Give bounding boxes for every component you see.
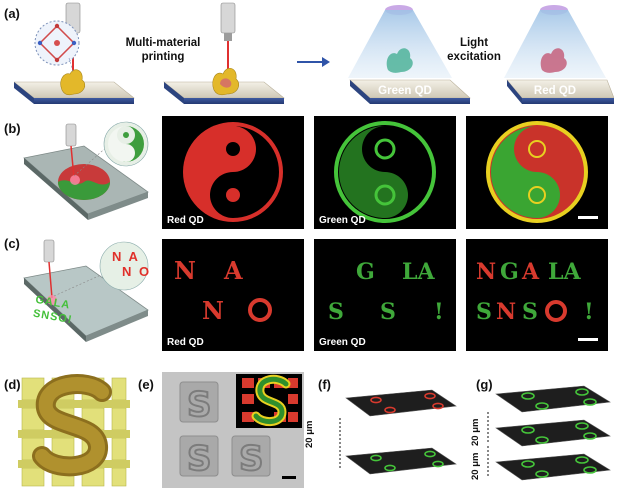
image-c-green-qd: G LA S S ! Green QD xyxy=(314,239,456,351)
tag-red-qd: Red QD xyxy=(167,215,204,226)
objective-lens-icon xyxy=(65,123,77,147)
scale-bar-e xyxy=(282,476,296,479)
svg-text:S: S xyxy=(476,299,492,325)
excitation-stage-red xyxy=(504,5,614,104)
svg-text:S: S xyxy=(239,439,264,479)
panel-g-layers xyxy=(487,385,611,481)
panel-e-label: (e) xyxy=(138,377,154,392)
layer-bottom xyxy=(495,453,611,481)
tag-green-qd: Green QD xyxy=(319,215,366,226)
panel-a-label: (a) xyxy=(4,6,20,21)
svg-text:N: N xyxy=(174,256,196,285)
panel-f-layers xyxy=(339,389,457,475)
layer-top xyxy=(495,385,611,413)
printing-stage-1 xyxy=(14,2,135,104)
svg-text:S: S xyxy=(187,385,212,425)
svg-text:N: N xyxy=(496,299,516,325)
svg-text:!: ! xyxy=(584,299,594,325)
woodpile-s-structure xyxy=(18,374,130,487)
stage-label-red-qd: Red QD xyxy=(533,85,577,97)
layer-top-red xyxy=(345,389,457,417)
excitation-stage-green xyxy=(348,5,471,104)
caption-multi-material-printing: Multi-material printing xyxy=(125,37,201,63)
svg-text:S: S xyxy=(522,299,538,325)
caption-light-excitation: Light excitation xyxy=(447,37,501,63)
svg-text:A: A xyxy=(223,256,243,285)
scale-bar-b xyxy=(578,216,598,219)
objective-lens-icon xyxy=(220,2,236,34)
scale-bar-c xyxy=(578,338,598,341)
inset-letters: N A N O xyxy=(112,249,152,279)
image-c-merged: N G A LA S N S ! xyxy=(466,239,608,351)
panel-b-label: (b) xyxy=(4,121,21,136)
printed-structure xyxy=(60,69,86,96)
svg-text:A: A xyxy=(521,259,540,285)
svg-text:N: N xyxy=(202,296,224,325)
layer-middle xyxy=(495,419,611,447)
panel-a-illustration xyxy=(14,2,614,104)
panel-d-label: (d) xyxy=(4,377,21,392)
tag-green-qd: Green QD xyxy=(319,337,366,348)
magnified-letters-inset xyxy=(99,241,149,291)
image-c-red-qd: N A N Red QD xyxy=(162,239,304,351)
image-b-green-qd: Green QD xyxy=(314,116,456,229)
objective-lens-icon xyxy=(43,239,55,263)
spacing-label-g-top: 20 μm xyxy=(470,418,481,446)
stage-label-green-qd: Green QD xyxy=(378,85,432,97)
svg-text:S: S xyxy=(187,439,212,479)
spacing-label-f: 20 μm xyxy=(304,420,315,448)
panel-g-label: (g) xyxy=(476,377,493,392)
svg-text:N: N xyxy=(476,259,496,285)
image-b-red-qd: Red QD xyxy=(162,116,304,229)
svg-text:G: G xyxy=(500,259,519,285)
panel-c-schematic xyxy=(23,239,149,342)
panel-b-schematic xyxy=(23,121,149,220)
svg-text:S: S xyxy=(328,299,344,325)
tag-red-qd: Red QD xyxy=(167,337,204,348)
layer-bottom-green xyxy=(345,447,457,475)
svg-text:!: ! xyxy=(434,299,444,325)
svg-text:LA: LA xyxy=(548,259,581,285)
panel-f-label: (f) xyxy=(318,377,331,392)
panel-c-label: (c) xyxy=(4,236,20,251)
spacing-label-g-bottom: 20 μm xyxy=(470,452,481,480)
svg-text:G: G xyxy=(356,259,375,285)
image-b-merged xyxy=(466,116,608,229)
svg-text:LA: LA xyxy=(402,259,435,285)
printing-stage-2 xyxy=(163,2,285,104)
svg-text:S: S xyxy=(380,299,396,325)
